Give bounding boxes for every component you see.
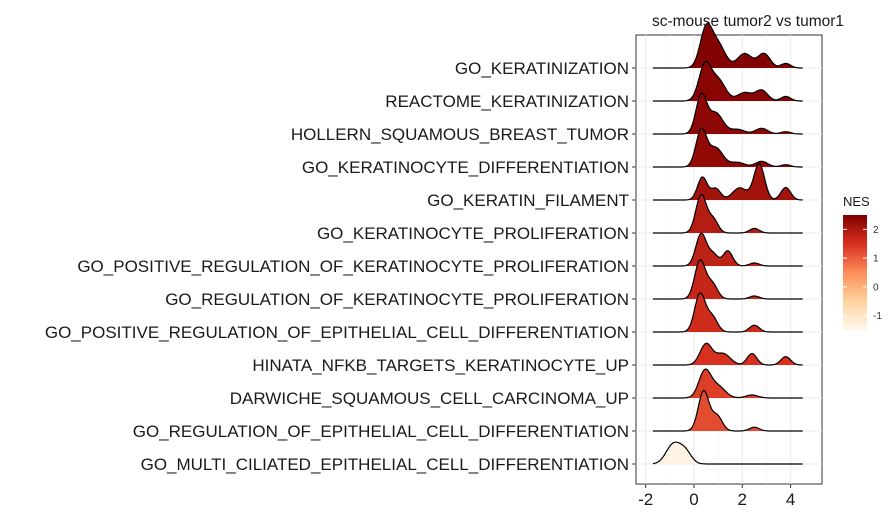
chart-title: sc-mouse tumor2 vs tumor1 — [652, 13, 844, 30]
legend-tick-label: 2 — [873, 225, 879, 236]
ridge-line — [652, 342, 803, 366]
category-label: GO_KERATINOCYTE_PROLIFERATION — [317, 224, 629, 243]
legend-ticks: -1 0 1 2 — [843, 225, 882, 322]
y-axis-labels: GO_KERATINIZATION REACTOME_KERATINIZATION… — [45, 59, 636, 474]
ridges — [652, 22, 803, 465]
ridge-fill — [652, 233, 803, 266]
category-label: GO_KERATINOCYTE_DIFFERENTIATION — [302, 158, 629, 177]
ridge-line — [652, 232, 803, 267]
ridge-fill — [652, 23, 803, 68]
ridge-line — [652, 441, 803, 465]
ridge-line — [652, 162, 803, 201]
ridge-line — [652, 292, 803, 333]
category-label: GO_REGULATION_OF_KERATINOCYTE_PROLIFERAT… — [165, 290, 629, 309]
ridge-line — [652, 389, 803, 432]
x-tick-label: 0 — [689, 490, 698, 509]
category-label: GO_POSITIVE_REGULATION_OF_EPITHELIAL_CEL… — [45, 323, 629, 342]
category-label: REACTOME_KERATINIZATION — [385, 92, 629, 111]
ridge-line — [652, 60, 803, 102]
ridge-line — [652, 193, 803, 234]
x-tick-label: -2 — [638, 490, 653, 509]
legend-colorbar — [843, 215, 867, 330]
category-label: DARWICHE_SQUAMOUS_CELL_CARCINOMA_UP — [230, 389, 629, 408]
legend-title: NES — [843, 194, 870, 209]
category-label: GO_POSITIVE_REGULATION_OF_KERATINOCYTE_P… — [77, 257, 629, 276]
ridge-line — [652, 259, 803, 300]
ridge-fill — [652, 163, 803, 200]
category-label: HOLLERN_SQUAMOUS_BREAST_TUMOR — [291, 125, 629, 144]
x-tick-label: 2 — [738, 490, 747, 509]
x-tick-label: 4 — [786, 490, 795, 509]
legend-tick-label: 0 — [873, 282, 879, 293]
legend: NES -1 0 1 2 — [843, 194, 882, 330]
category-label: GO_REGULATION_OF_EPITHELIAL_CELL_DIFFERE… — [133, 422, 629, 441]
ridge-fill — [652, 442, 803, 464]
category-label: HINATA_NFKB_TARGETS_KERATINOCYTE_UP — [252, 356, 629, 375]
category-label: GO_KERATINIZATION — [455, 59, 629, 78]
ridge-line — [652, 368, 803, 399]
legend-tick-label: 1 — [873, 254, 879, 265]
category-label: GO_MULTI_CILIATED_EPITHELIAL_CELL_DIFFER… — [141, 455, 629, 474]
category-label: GO_KERATIN_FILAMENT — [427, 191, 629, 210]
ridge-line — [652, 127, 803, 168]
x-axis: -2 0 2 4 — [638, 484, 795, 509]
legend-tick-label: -1 — [873, 311, 882, 322]
ridge-fill — [652, 343, 803, 365]
ridge-line — [652, 22, 803, 69]
ridge-line — [652, 92, 803, 135]
